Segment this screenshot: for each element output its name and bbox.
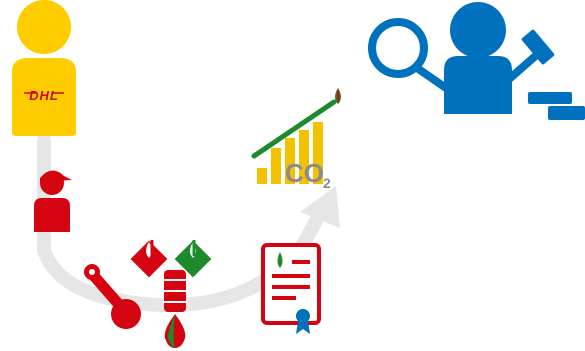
co2-label: CO (285, 158, 324, 188)
dhl-courier-icon: DHL (12, 0, 76, 136)
technician-icon (34, 170, 72, 232)
wrench-icon (84, 264, 141, 329)
auditor-icon (444, 2, 512, 114)
co2-subscript: 2 (323, 175, 331, 191)
chart-bar-4 (299, 130, 309, 184)
dhl-logo: DHL (29, 88, 59, 103)
oil-drops-diamond-icon (130, 240, 212, 278)
magnifier-icon (368, 18, 450, 92)
oil-barrel-icon (164, 270, 186, 312)
chart-bar-1 (257, 168, 267, 184)
certificate-icon (261, 243, 321, 334)
gavel-icon (504, 29, 585, 120)
chart-bar-2 (271, 148, 281, 184)
co2-growth-chart-icon: CO 2 (251, 88, 341, 191)
chart-bar-3 (285, 138, 295, 184)
chart-bar-5 (313, 122, 323, 184)
oil-drop-icon (164, 314, 186, 348)
